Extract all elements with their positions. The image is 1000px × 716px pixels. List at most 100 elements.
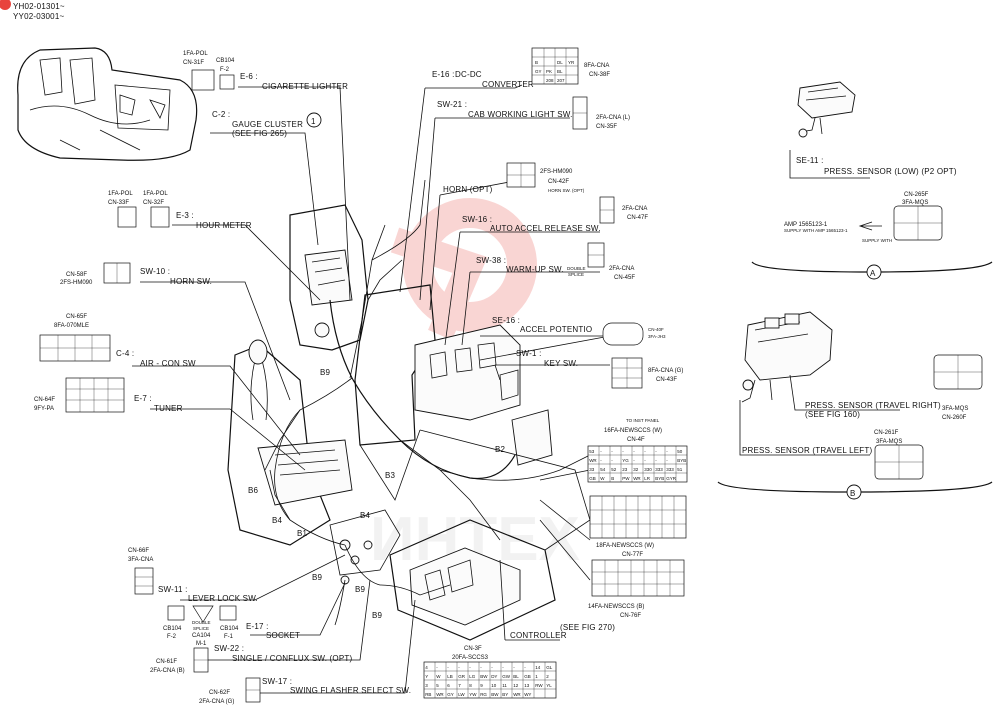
cn3-grid-pin: RW [535,683,543,688]
cn3-grid-pin: 13 [524,683,530,688]
cn61f-line-2: 2FA-CNA (B) [150,668,185,674]
harness-b4-2: B4 [360,511,371,520]
tag-sw22: SW-22 : [214,644,244,653]
cn32f-line-1: 1FA-POL [143,191,168,197]
cn3-grid-pin: 6 [447,683,450,688]
cn260f-line-2: CN-260F [942,415,967,421]
cn265f-line-1: CN-265F [904,192,929,198]
connector-cb104-c [219,605,237,621]
cn4-grid-pin: - [611,458,613,463]
cn4-grid-pin: GYR [666,476,677,481]
cn3-grid-pin: RG [480,692,487,697]
cn43f-line-2: CN-43F [656,377,677,383]
tag-e17: E-17 : [246,622,269,631]
label-horn-opt: HORN (OPT) [443,185,493,194]
cn3-grid-pin: 8 [469,683,472,688]
label-gauge-cluster: GAUGE CLUSTER [232,120,303,129]
cn42f-line-2: CN-42F [548,179,569,185]
supply-with-note: SUPPLY WITH [862,238,892,243]
cn31f-line-1: 1FA-POL [183,51,208,57]
tag-e6: E-6 : [240,72,258,81]
cn3-grid-pin: 2 [546,674,549,679]
cn76f-line-2: CN-76F [620,613,641,619]
cn38-pin-4: YR [568,60,575,65]
cn3-grid-pin: WR [436,692,444,697]
cn3-grid-pin: - [513,665,515,670]
label-air-con-sw: AIR - CON SW [140,359,196,368]
label-tuner: TUNER [154,404,183,413]
cn40f-line-2: 3FA-JH3 [648,334,666,339]
cn3-grid-pin: - [447,665,449,670]
cn77f-line-1: 18FA-NEWSCCS (W) [596,543,654,549]
cn260f-line-1: 3FA-MQS [942,406,968,412]
cb104b-line-1: CB104 [163,626,182,632]
cn38-pin-3: BL [557,69,563,74]
cn38-pin-8: 207 [557,78,565,83]
cn3-grid-pin: BL [513,674,519,679]
tag-se16: SE-16 : [492,316,520,325]
tag-sw17: SW-17 : [262,677,292,686]
cn4-grid-pin: 51 [677,467,683,472]
tag-sw16: SW-16 : [462,215,492,224]
cn3-grid-pin: LB [447,674,453,679]
cn4-grid-pin: LR [644,476,651,481]
cn38-pin-5: DL [557,60,563,65]
cn4-grid-pin: 53 [589,449,595,454]
cn3-grid-pin: BW [480,674,488,679]
connector-cn76f [591,559,685,597]
connector-cn40f [602,322,644,346]
cn42f-line-3: HORN SW. (OPT) [548,188,585,193]
amp-note: SUPPLY WITH AMP 1565123-1 [784,228,848,233]
cn3-grid-pin: GB [524,674,531,679]
tag-e16: E-16 : [432,70,455,79]
cn4-grid-pin: B [611,476,614,481]
cn4-grid-pin: - [633,449,635,454]
harness-b9-4: B9 [372,611,383,620]
cn42f-line-1: 2FS-HM090 [540,169,573,175]
cn65f-line-2: 8FA-070MLE [54,323,89,329]
cn261f-line-2: 3FA-MQS [876,439,902,445]
label-hour-meter: HOUR METER [196,221,252,230]
dsplice1-line-2: SPLICE [568,272,584,277]
cn4-grid-pin: 32 [633,467,639,472]
cn35f-line-1: 2FA-CNA (L) [596,115,630,121]
cn38-pin-6: B [535,60,538,65]
cn4-grid-pin: - [666,449,668,454]
cn38f-line-2: CN-38F [589,72,610,78]
cn3f-line-1: CN-3F [464,646,482,652]
label-controller: CONTROLLER [510,631,567,640]
cn4-grid-pin: 333 [666,467,674,472]
cn33f-line-1: 1FA-POL [108,191,133,197]
harness-b9-3: B9 [355,585,366,594]
tag-sw1: SW-1 : [516,349,542,358]
cn38-pin-7: 208 [546,78,554,83]
cn4-grid-pin: 50 [677,449,683,454]
connector-cb104-b [167,605,185,621]
label-cigarette-lighter: CIGARETTE LIGHTER [262,82,348,91]
cn58f-line-2: 2FS-HM090 [60,280,93,286]
cn3-grid-pin: BW [491,692,499,697]
harness-b4-1: B4 [272,516,283,525]
dsplice1-line-1: DOUBLE [567,266,586,271]
cn4-grid-pin: W [600,476,605,481]
cn4f-line-3: CN-4F [627,437,645,443]
cn58f-line-1: CN-58F [66,272,87,278]
cn4-grid-pin: BYB [677,458,686,463]
cn3-grid-pin: RB [425,692,431,697]
cn4-grid-pin: WR [589,458,597,463]
label-press-sensor-travel-left: PRESS. SENSOR (TRAVEL LEFT) [742,446,872,455]
note-press-sensor-travel-right: (SEE FIG 160) [805,410,860,419]
cn62f-line-1: CN-62F [209,690,230,696]
cn3-grid-pin: GR [458,674,466,679]
cb104a-line-2: F-2 [220,67,230,73]
cn43f-line-1: 8FA-CNA (G) [648,368,683,374]
cn4-grid-pin: - [600,458,602,463]
cn3-grid-pin: 7 [458,683,461,688]
cn3-grid-pin: 10 [491,683,497,688]
cn66f-line-1: CN-66F [128,548,149,554]
connector-cn32f [150,206,170,228]
dsplice2-line-2: SPLICE [193,626,209,631]
